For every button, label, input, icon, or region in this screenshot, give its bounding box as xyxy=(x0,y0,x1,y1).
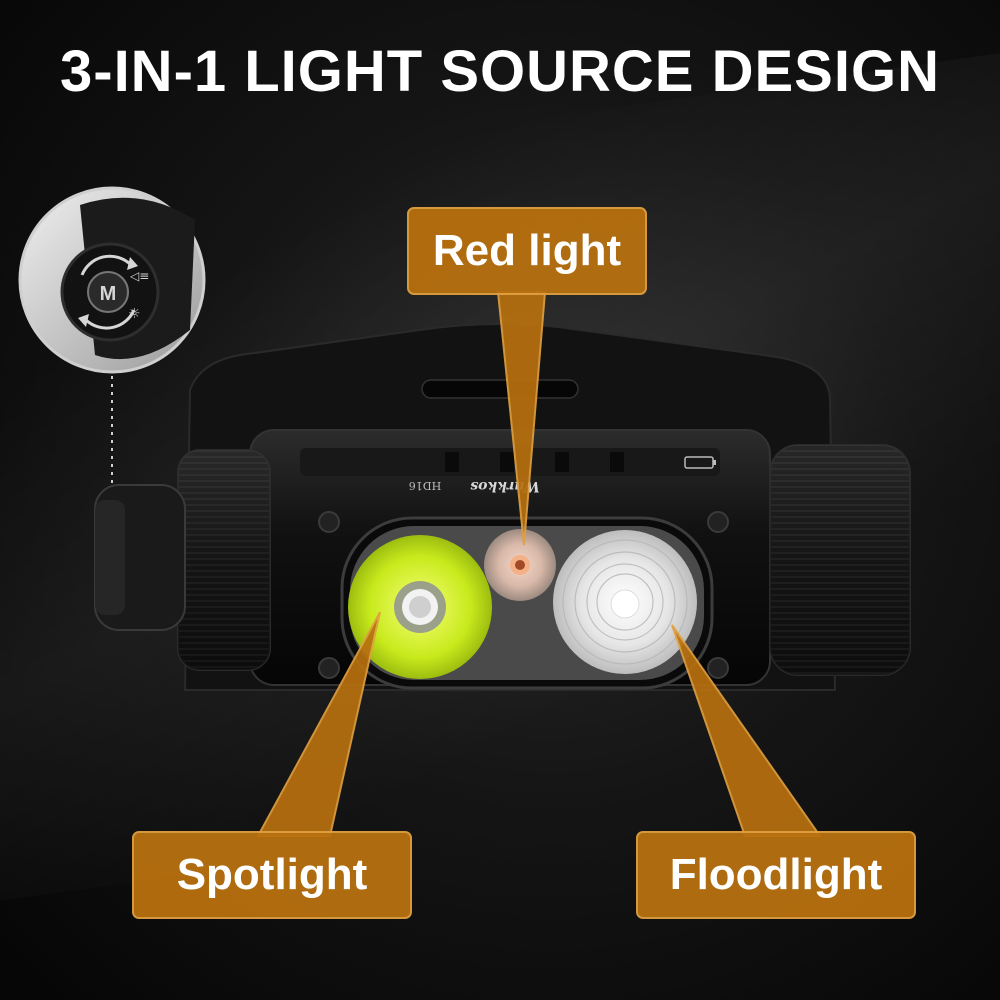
page-title: 3-IN-1 LIGHT SOURCE DESIGN xyxy=(60,39,940,104)
spotlight-label: Spotlight xyxy=(176,850,368,899)
headlamp-mode-icon: ◁≡ xyxy=(129,269,149,283)
spotlight-box xyxy=(132,831,412,919)
sun-mode-icon: ☼ xyxy=(128,306,141,322)
body-ribs xyxy=(300,448,720,476)
red-light-box xyxy=(407,207,647,295)
bracket-slot xyxy=(421,379,579,399)
floodlight-box xyxy=(636,831,916,919)
model-text: HD16 xyxy=(409,479,441,492)
mode-letter: M xyxy=(100,283,117,305)
mode-cycle-arrow-bottom xyxy=(84,309,136,330)
mode-cycle-arrow-top xyxy=(80,254,132,276)
floodlight-label: Floodlight xyxy=(669,850,883,899)
screws xyxy=(318,511,729,679)
red-light-label: Red light xyxy=(432,226,622,275)
